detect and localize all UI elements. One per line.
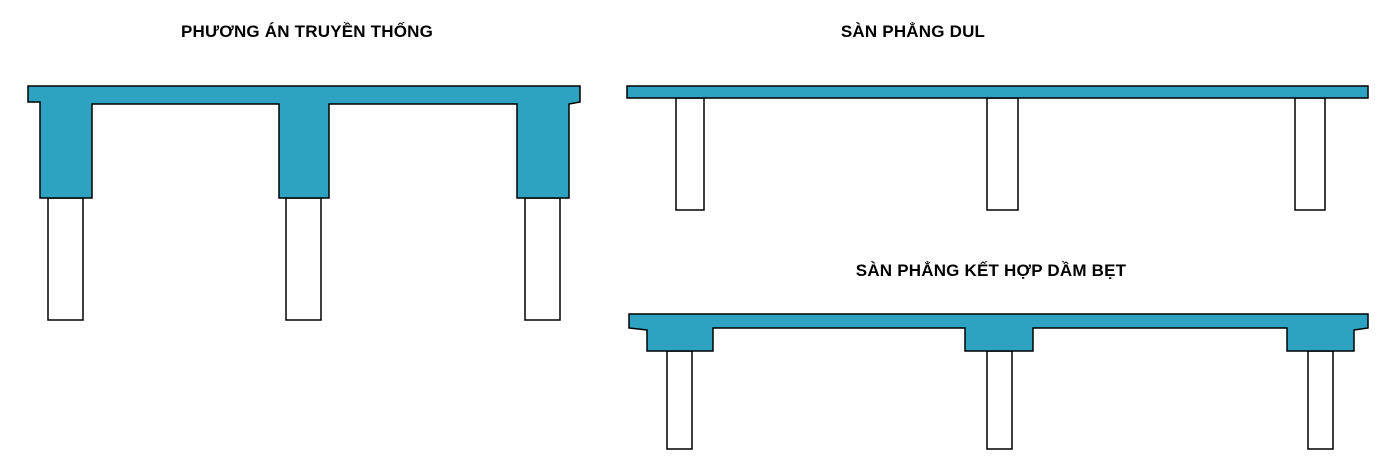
title-pt-flat-slab: SÀN PHẲNG DUL: [840, 22, 986, 41]
title-flat-slab-band-beams: SÀN PHẲNG KẾT HỢP DẦM BẸT: [855, 261, 1127, 280]
traditional-frame: [27, 85, 581, 321]
flat-slab: [626, 85, 1369, 99]
slab-with-band-beams: [628, 313, 1369, 352]
column: [986, 97, 1019, 211]
column: [47, 197, 84, 321]
pt-flat-slab-frame: [626, 85, 1369, 211]
column: [524, 197, 561, 321]
slab-with-deep-beams: [27, 85, 581, 199]
column: [666, 350, 693, 450]
column: [1294, 97, 1326, 211]
band-beam-frame: [628, 313, 1369, 450]
title-traditional: PHƯƠNG ÁN TRUYỀN THỐNG: [180, 22, 434, 41]
column: [285, 197, 322, 321]
column: [986, 350, 1013, 450]
column: [1307, 350, 1334, 450]
column: [675, 97, 705, 211]
